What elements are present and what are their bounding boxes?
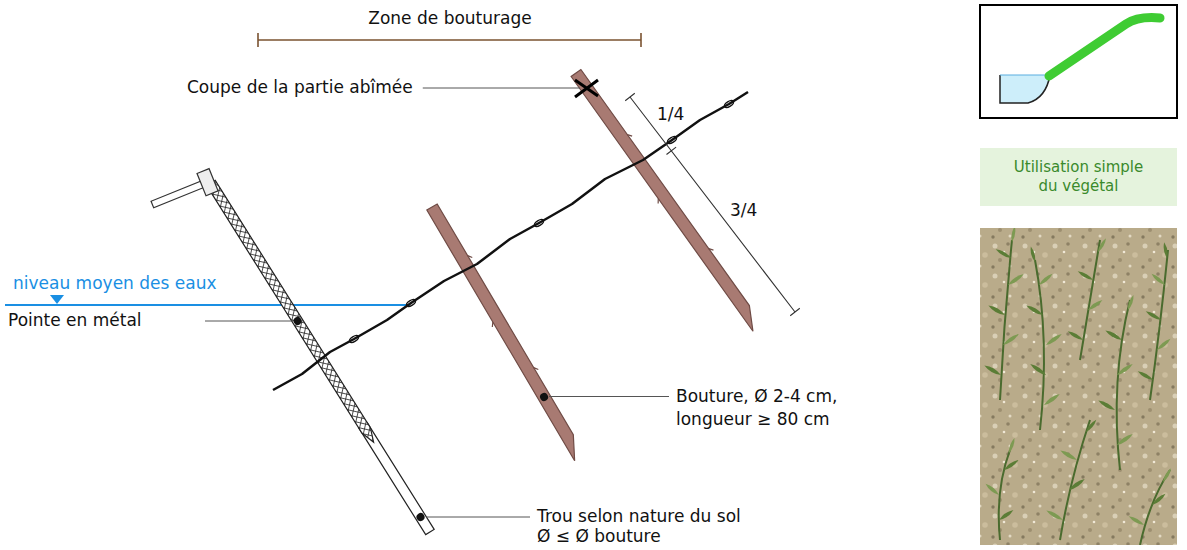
label-slot: 3/4 [730, 200, 757, 220]
leader-dot [415, 512, 426, 523]
photo [980, 228, 1177, 545]
leaf [1145, 310, 1162, 322]
box-text: Utilisation simple du végétal [1004, 158, 1154, 196]
leaf [1038, 272, 1054, 286]
leaf [1126, 294, 1135, 310]
leaf [995, 248, 1012, 260]
stem [999, 450, 1010, 540]
leaf [1116, 432, 1134, 446]
leaf [1097, 237, 1108, 253]
leaf [1068, 477, 1086, 491]
leader-line [423, 88, 580, 89]
leaf [1043, 392, 1061, 406]
dimension-fraction: 3/4 [730, 200, 757, 220]
water-level-label: niveau moyen des eaux [13, 273, 217, 293]
leaf [1025, 304, 1044, 317]
stems [999, 240, 1170, 545]
label-slot: Zone de bouturage [368, 8, 531, 28]
hammer-handle [151, 181, 204, 208]
part-label: Trou selon nature du sol Ø ≤ Ø bouture [537, 507, 752, 546]
leaves [983, 228, 1172, 527]
part-label: Bouture, Ø 2-4 cm, longueur ≥ 80 cm [676, 385, 891, 431]
leaf [1116, 362, 1134, 376]
label-slot: Trou selon nature du sol Ø ≤ Ø bouture [537, 507, 752, 546]
leaf [1162, 467, 1173, 483]
water-level-line [5, 304, 410, 306]
water-surface-icon [1000, 74, 1050, 75]
leader-dot [539, 392, 550, 403]
leaf [1010, 228, 1016, 242]
stem [1060, 420, 1090, 540]
label-slot: Coupe de la partie abîmée [187, 77, 413, 97]
leaf [1077, 270, 1094, 282]
metal-rod [207, 180, 378, 445]
wire-knot [666, 135, 677, 145]
icon-frame [980, 5, 1177, 118]
leaf [1097, 399, 1116, 412]
leader-line [426, 517, 530, 518]
leaf [1029, 246, 1036, 262]
wire-knot [723, 99, 734, 109]
leaf [1067, 330, 1084, 342]
leaf [1045, 509, 1064, 522]
dimension-fraction: 1/4 [657, 104, 684, 124]
label-slot: 1/4 [657, 104, 684, 124]
water-icon [1000, 75, 1050, 103]
wire-knots [348, 99, 734, 344]
leaf [1029, 362, 1047, 376]
stem [1150, 250, 1168, 400]
cutting-bud [615, 133, 713, 261]
leaf [998, 508, 1015, 521]
cut-callout: Coupe de la partie abîmée [187, 77, 413, 97]
stem [1035, 260, 1044, 430]
leaf [1007, 437, 1016, 453]
leaf [1007, 272, 1025, 286]
wire-knot [348, 334, 359, 344]
metal-stake [207, 180, 434, 534]
zone-bracket [258, 33, 641, 47]
leaf [1151, 492, 1167, 506]
label-slot: Bouture, Ø 2-4 cm, longueur ≥ 80 cm [676, 385, 891, 431]
part-label: Pointe en métal [8, 310, 142, 330]
leaf [1150, 272, 1166, 286]
leaf [1045, 332, 1063, 346]
leaf [1003, 458, 1020, 471]
willow-cutting [569, 68, 765, 333]
zone-label: Zone de bouturage [368, 8, 531, 28]
leaf [1156, 337, 1172, 351]
label-slot: niveau moyen des eaux [13, 273, 217, 293]
leaf [984, 482, 1000, 496]
cutting-bud [455, 254, 539, 379]
leaf [983, 364, 1002, 377]
gravel-ground [980, 228, 1177, 545]
wire-knot [533, 218, 544, 228]
leaf [987, 304, 1006, 317]
leaf [1087, 298, 1104, 311]
leaf [1128, 515, 1145, 527]
caption-box: Utilisation simple du végétal [980, 148, 1177, 206]
water-level-symbol [50, 295, 64, 304]
plant-icon [1049, 18, 1160, 76]
hammer [148, 169, 218, 216]
label-slot: Pointe en métal [8, 310, 142, 330]
leader-dot [292, 315, 303, 326]
leaf [1137, 370, 1154, 382]
stem [1080, 240, 1100, 360]
leaf [1085, 419, 1098, 433]
leader-line [549, 396, 669, 397]
leaf [1104, 329, 1123, 342]
stem [1140, 470, 1170, 545]
bank-icon [1000, 75, 1050, 103]
hammer-head [197, 169, 218, 196]
cutting-body [571, 70, 763, 332]
dimension-line [625, 93, 800, 315]
leader-line [205, 321, 293, 322]
stem [1000, 240, 1012, 400]
wire-knot [405, 298, 416, 308]
leaf [1059, 449, 1078, 462]
wire [273, 92, 748, 390]
leaf [1002, 332, 1020, 346]
leaf [1163, 242, 1169, 258]
